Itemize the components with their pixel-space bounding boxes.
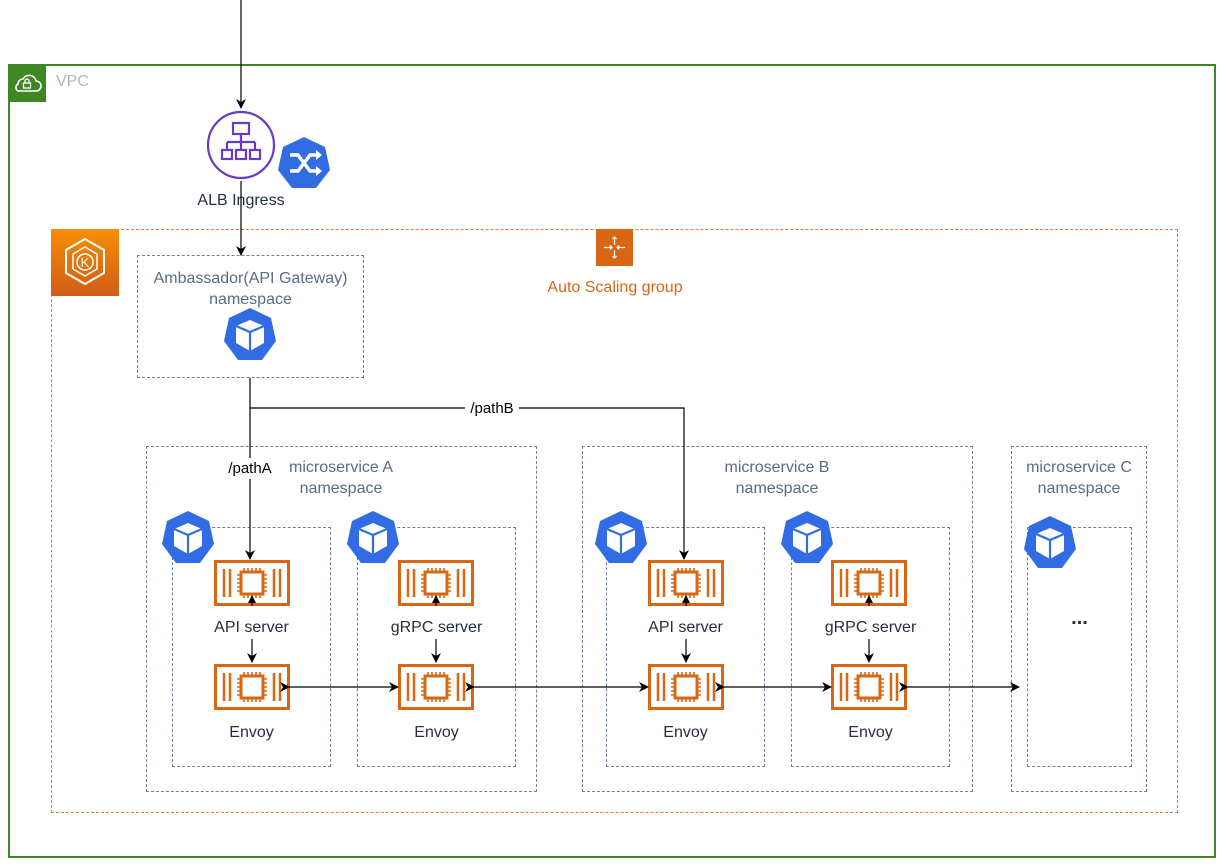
pod-b-grpc <box>791 527 950 767</box>
microservice-c-subtitle: namespace <box>1037 480 1121 497</box>
envoy-label: Envoy <box>663 724 708 741</box>
vpc-cloud-lock-icon <box>8 64 46 102</box>
envoy-label: Envoy <box>229 724 274 741</box>
kubernetes-pod-icon <box>160 510 216 571</box>
microservice-a-subtitle: namespace <box>299 480 383 497</box>
server-label: API server <box>214 619 289 636</box>
gateway-namespace-title: Ambassador(API Gateway) <box>153 270 348 287</box>
container-chip-icon <box>398 664 474 710</box>
vpc-label: VPC <box>56 73 89 90</box>
svg-text:K: K <box>81 255 90 270</box>
container-chip-icon <box>398 560 474 606</box>
kubernetes-pod-icon <box>1022 515 1078 576</box>
gateway-namespace <box>137 255 364 378</box>
server-label: API server <box>648 619 723 636</box>
path-b-arrow <box>250 407 689 560</box>
kubernetes-pod-icon <box>222 307 278 368</box>
kubernetes-ingress-icon <box>276 135 332 191</box>
microservice-b-subtitle: namespace <box>735 480 819 497</box>
vpc-group <box>8 64 1216 858</box>
microservice-c-namespace <box>1011 446 1147 792</box>
application-load-balancer-icon[interactable] <box>206 110 276 180</box>
server-label: gRPC server <box>390 619 483 636</box>
kubernetes-pod-icon <box>779 510 835 571</box>
pod-c <box>1027 527 1132 767</box>
container-chip-icon <box>831 560 907 606</box>
gateway-namespace-subtitle: namespace <box>209 291 292 308</box>
auto-scaling-icon <box>596 229 633 266</box>
auto-scaling-label: Auto Scaling group <box>547 279 683 296</box>
server-label: gRPC server <box>824 619 917 636</box>
container-chip-icon <box>214 560 290 606</box>
kubernetes-pod-icon <box>593 510 649 571</box>
path-a-label: /pathA <box>222 458 278 479</box>
microservice-a-title: microservice A <box>288 459 394 476</box>
microservice-b-namespace <box>582 446 973 792</box>
pod-c-placeholder: ... <box>1071 607 1088 629</box>
envoy-label: Envoy <box>414 724 459 741</box>
container-chip-icon <box>831 664 907 710</box>
pod-a-api <box>172 527 331 767</box>
envoy-label: Envoy <box>848 724 893 741</box>
path-b-label: /pathB <box>465 398 519 419</box>
kubernetes-pod-icon <box>345 510 401 571</box>
microservice-a-namespace <box>146 446 537 792</box>
microservice-c-title: microservice C <box>1026 459 1132 476</box>
microservice-b-title: microservice B <box>724 459 830 476</box>
eks-icon: K <box>51 229 119 296</box>
pod-a-grpc <box>357 527 516 767</box>
pod-b-api <box>606 527 765 767</box>
